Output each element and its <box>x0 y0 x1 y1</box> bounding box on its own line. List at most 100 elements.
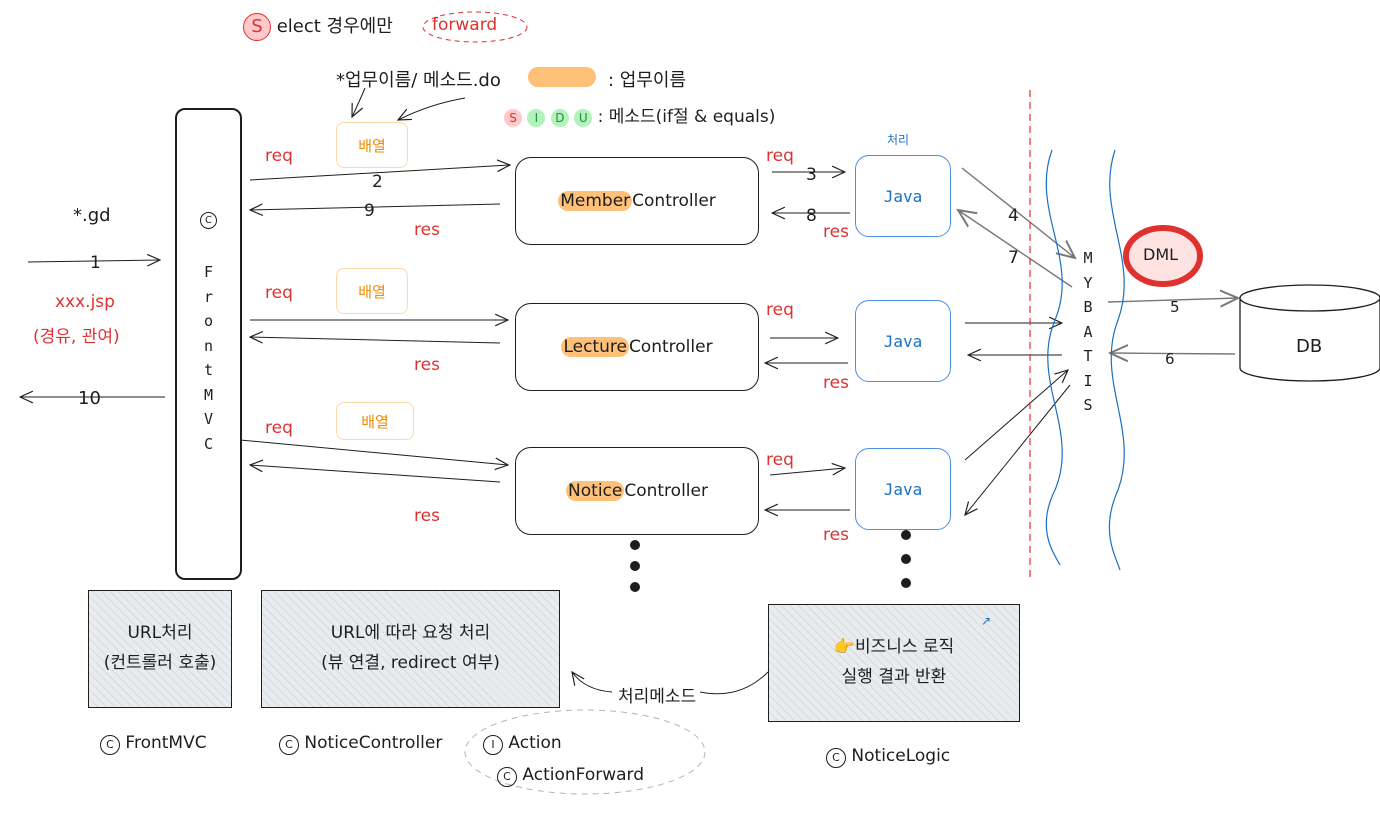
select-letter-icon: S <box>243 12 271 41</box>
mybatis-letter: M <box>1083 249 1093 267</box>
notice-logic-class-label: C NoticeLogic <box>826 746 950 768</box>
step-8: 8 <box>806 206 817 226</box>
arrow-processing-method <box>572 672 769 695</box>
req-label: req <box>265 418 293 438</box>
request-processing-title: URL에 따라 요청 처리 <box>330 623 491 644</box>
arrow-req-member <box>249 165 510 181</box>
mybatis-label: M Y B A T I S <box>1078 246 1098 418</box>
mybatis-letter: T <box>1083 347 1093 365</box>
method-legend-text: : 메소드(if절 & equals) <box>597 107 776 127</box>
res-label: res <box>823 373 849 393</box>
class-icon: C <box>100 734 120 755</box>
request-processing-box: URL에 따라 요청 처리 (뷰 연결, redirect 여부) <box>261 590 560 708</box>
res-label: res <box>414 220 440 240</box>
mybatis-letter: I <box>1083 371 1093 390</box>
array-box-member: 배열 <box>336 122 408 168</box>
step-3: 3 <box>806 165 817 185</box>
class-icon: C <box>279 734 299 755</box>
ellipsis-dot <box>901 530 911 540</box>
front-class-label: C FrontMVC <box>100 733 207 755</box>
arrow-mybatis-to-notice <box>965 384 1071 515</box>
url-processing-title: URL처리 <box>127 623 193 644</box>
front-letter: F <box>203 263 214 281</box>
business-logic-desc: 실행 결과 반환 <box>841 667 947 687</box>
business-logic-title: 비즈니스 로직 <box>854 637 955 658</box>
ellipsis-dot <box>630 582 640 592</box>
front-letter: o <box>203 312 214 330</box>
business-legend: : 업무이름 <box>608 70 687 91</box>
member-business-highlight: Member <box>558 191 633 211</box>
url-pattern: *업무이름/ 메소드.do <box>336 70 501 91</box>
front-class-name: FrontMVC <box>125 733 207 753</box>
db-cylinder <box>1239 284 1380 382</box>
lecture-controller-suffix: Controller <box>628 337 713 357</box>
array-box-lecture: 배열 <box>336 268 408 314</box>
member-controller-suffix: Controller <box>632 191 716 211</box>
front-mvc-letters: F r o n t M V C <box>177 260 240 456</box>
business-logic-box: ↗ 👉비즈니스 로직 실행 결과 반환 <box>768 604 1020 722</box>
action-forward-class-name: ActionForward <box>522 765 645 785</box>
processing-label: 처리 <box>887 133 910 147</box>
dml-label: DML <box>1143 245 1179 264</box>
class-icon: C <box>826 747 846 768</box>
res-label: res <box>414 355 440 375</box>
notice-controller-suffix: Controller <box>624 481 708 501</box>
pointing-hand-icon: 👉 <box>833 637 855 658</box>
arrow-step1 <box>27 260 160 262</box>
action-interface-name: Action <box>508 733 562 753</box>
res-label: res <box>823 525 849 545</box>
pointer-business <box>352 87 366 117</box>
url-processing-desc: (컨트롤러 호출) <box>103 653 217 673</box>
select-method-icon: S <box>504 109 522 127</box>
notice-logic-class-name: NoticeLogic <box>851 746 951 766</box>
mybatis-wave-right <box>1108 149 1125 571</box>
dml-blob <box>1123 225 1203 287</box>
front-letter: r <box>203 287 214 306</box>
ellipsis-dot <box>901 554 911 564</box>
arrow-res-notice <box>250 465 501 483</box>
array-box-notice: 배열 <box>336 402 414 440</box>
insert-method-icon: I <box>527 109 546 127</box>
step-6: 6 <box>1165 350 1175 368</box>
step-10: 10 <box>78 388 101 409</box>
front-letter: n <box>203 336 214 355</box>
step-5: 5 <box>1170 298 1180 316</box>
forward-label: forward <box>432 15 498 35</box>
ellipsis-dot <box>630 561 640 571</box>
mybatis-letter: A <box>1083 322 1093 341</box>
lecture-business-highlight: Lecture <box>561 337 629 357</box>
mybatis-letter: Y <box>1083 273 1093 292</box>
delete-method-icon: D <box>550 109 569 127</box>
action-oval <box>464 709 706 795</box>
req-label: req <box>766 146 794 166</box>
arrow-step5 <box>1107 298 1238 302</box>
step-2: 2 <box>372 172 383 192</box>
mybatis-letter: S <box>1083 396 1093 414</box>
mybatis-wave-left <box>1045 149 1063 566</box>
db-label: DB <box>1296 336 1323 357</box>
jsp-via: (경유, 관여) <box>33 327 120 347</box>
jsp-label: xxx.jsp <box>55 292 115 312</box>
req-label: req <box>265 283 293 303</box>
arrow-notice-to-mybatis <box>964 370 1068 461</box>
step-1: 1 <box>90 253 101 273</box>
external-link-icon[interactable]: ↗ <box>980 614 991 628</box>
step-4: 4 <box>1008 206 1019 226</box>
arrow-step7 <box>958 210 1073 288</box>
class-icon: C <box>497 766 517 787</box>
member-java-box: Java <box>855 155 951 237</box>
action-forward-class-label: C ActionForward <box>497 765 644 787</box>
arrow-step6 <box>1110 353 1236 354</box>
arrow-res-member <box>250 204 501 210</box>
front-letter: V <box>203 410 214 428</box>
pointer-method <box>398 97 466 120</box>
front-letter: C <box>203 434 214 453</box>
ellipsis-dot <box>630 540 640 550</box>
req-label: req <box>766 450 794 470</box>
notice-controller-class-label: C NoticeController <box>279 733 442 755</box>
step-7: 7 <box>1008 248 1019 268</box>
action-interface-label: I Action <box>483 733 562 755</box>
